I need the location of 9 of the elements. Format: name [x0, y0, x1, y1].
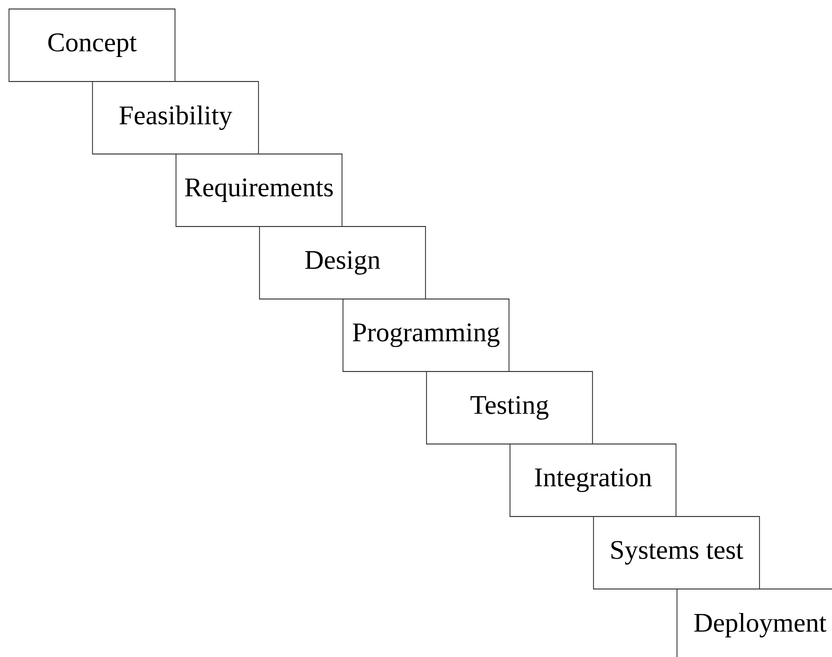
stage-box: Design — [259, 226, 426, 300]
stage-box: Requirements — [176, 154, 342, 227]
stage-box: Systems test — [593, 516, 760, 590]
stage-box: Feasibility — [92, 81, 259, 154]
stage-box: Programming — [342, 298, 510, 372]
stage-box: Integration — [510, 444, 676, 517]
stage-box: Deployment — [676, 588, 832, 657]
stage-box: Testing — [426, 371, 593, 444]
stage-box: Concept — [8, 8, 176, 82]
